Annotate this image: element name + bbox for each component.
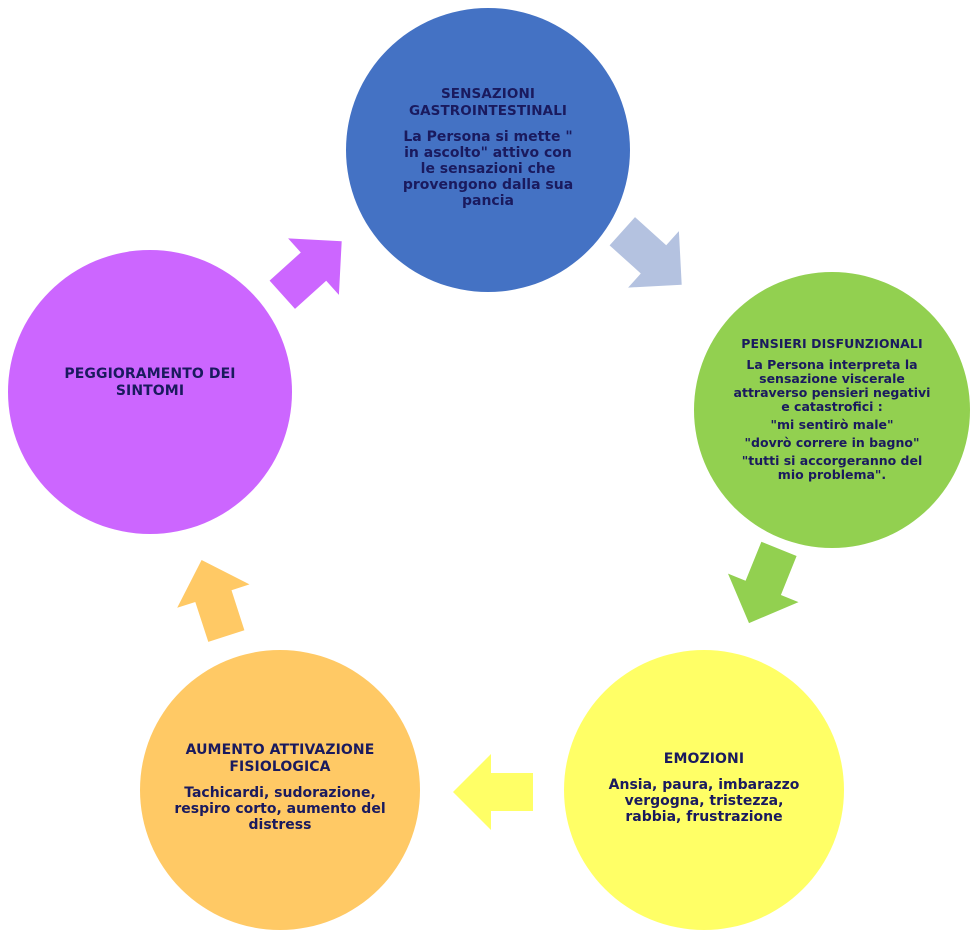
node-title: AUMENTO ATTIVAZIONE FISIOLOGICA — [185, 742, 375, 775]
arrow-n4-to-n5 — [177, 560, 250, 642]
arrow-n1-to-n2 — [609, 217, 682, 288]
arrow-n3-to-n4 — [453, 754, 533, 830]
node-title: EMOZIONI — [663, 750, 745, 767]
node-title: PENSIERI DISFUNZIONALI — [741, 335, 923, 351]
node-text: La Persona interpreta la sensazione visc… — [733, 356, 931, 414]
node-text: "dovrò correre in bagno" — [744, 434, 920, 450]
node-title: PEGGIORAMENTO DEI SINTOMI — [64, 365, 236, 399]
node-emozioni: EMOZIONI Ansia, paura, imbarazzo vergogn… — [564, 650, 844, 930]
node-sensazioni-gastrointestinali: SENSAZIONI GASTROINTESTINALI La Persona … — [346, 8, 630, 292]
node-text: La Persona si mette " in ascolto" attivo… — [402, 129, 574, 209]
node-text: "mi sentirò male" — [770, 416, 894, 432]
node-pensieri-disfunzionali: PENSIERI DISFUNZIONALI La Persona interp… — [694, 272, 970, 548]
node-aumento-attivazione-fisiologica: AUMENTO ATTIVAZIONE FISIOLOGICA Tachicar… — [140, 650, 420, 930]
node-text: "tutti si accorgeranno del mio problema"… — [741, 452, 923, 482]
arrow-n2-to-n3 — [728, 541, 799, 624]
node-peggioramento-dei-sintomi: PEGGIORAMENTO DEI SINTOMI — [8, 250, 292, 534]
node-title: SENSAZIONI GASTROINTESTINALI — [408, 86, 568, 119]
arrow-n5-to-n1 — [269, 238, 342, 309]
node-text: Tachicardi, sudorazione, respiro corto, … — [174, 785, 386, 833]
node-text: Ansia, paura, imbarazzo vergogna, triste… — [608, 776, 800, 825]
